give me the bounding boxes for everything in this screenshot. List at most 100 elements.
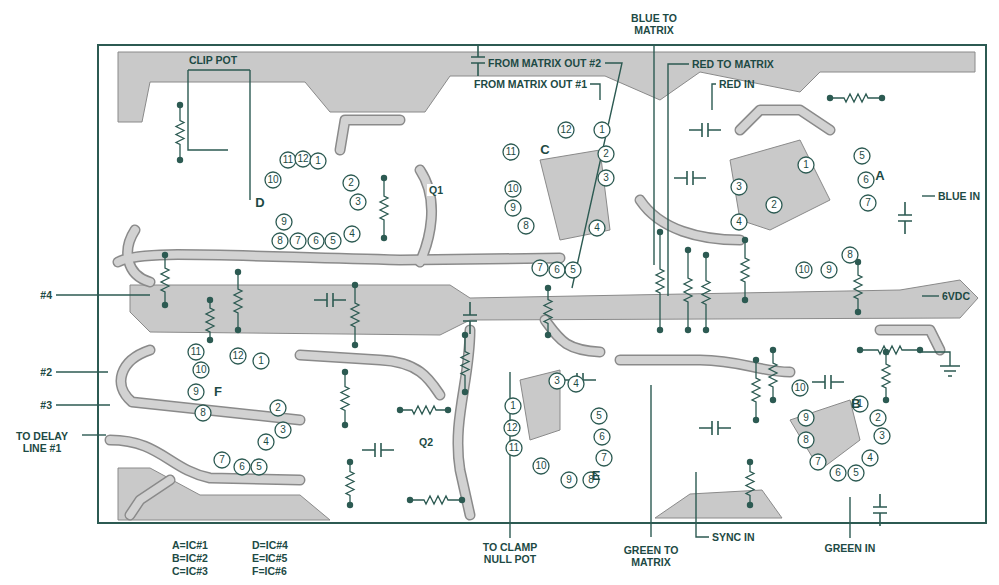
ic-pad [860, 195, 876, 211]
ic-pad [874, 428, 890, 444]
ic-pad [798, 410, 814, 426]
ic-pad [258, 434, 274, 450]
signal-label: RED TO MATRIX [692, 58, 774, 70]
ic-pad [505, 398, 521, 414]
signal-label: TO DELAY LINE #1 [6, 430, 78, 454]
resistor-symbol [684, 250, 692, 330]
resistor-symbol [346, 462, 354, 505]
ic-pad [310, 153, 326, 169]
pin-number: 6 [554, 264, 560, 276]
ic-pad [518, 218, 534, 234]
solder-dot [742, 237, 748, 243]
resistor-symbol [176, 105, 184, 160]
ic-pad [343, 175, 359, 191]
ic-key-note: A=IC#1 [172, 539, 208, 551]
ic-pad [858, 172, 874, 188]
pin-number: 2 [771, 199, 777, 211]
pin-number: 10 [798, 264, 809, 276]
pin-number: 8 [277, 235, 283, 247]
ic-pad [295, 151, 311, 167]
solder-dot [879, 95, 885, 101]
pin-number: 8 [523, 220, 529, 232]
components [161, 44, 923, 526]
ic-pad [598, 146, 614, 162]
solder-dot [235, 269, 241, 275]
ic-pad [276, 214, 292, 230]
ic-pad [842, 247, 858, 263]
ic-pad [265, 172, 281, 188]
ic-pads [188, 122, 890, 488]
solder-dot [207, 337, 213, 343]
ic-pad [549, 373, 565, 389]
ic-pad [591, 408, 607, 424]
pin-number: 3 [554, 375, 560, 387]
resistor-symbol [351, 285, 359, 345]
solder-dot [347, 459, 353, 465]
pin-number: 4 [349, 228, 355, 240]
leader-lines [56, 46, 960, 538]
pin-number: 11 [509, 442, 519, 454]
pin-number: 9 [566, 474, 572, 486]
traces [110, 110, 940, 515]
ic-pad [505, 181, 521, 197]
resistor-symbol [702, 255, 710, 330]
capacitor-symbol [898, 202, 912, 234]
resistor-symbol [380, 178, 388, 238]
ic-pad [798, 432, 814, 448]
pin-number: 7 [537, 262, 543, 274]
solder-dot [545, 285, 551, 291]
solder-dot [407, 497, 413, 503]
resistor-symbol [234, 272, 242, 330]
pin-number: 4 [263, 436, 269, 448]
solder-dot [770, 397, 776, 403]
pin-number: 10 [794, 382, 805, 394]
pin-number: 1 [803, 159, 809, 171]
pin-number: 12 [297, 153, 308, 165]
ic-pad [568, 376, 584, 392]
pin-number: 7 [601, 452, 607, 464]
ic-pad [350, 194, 366, 210]
pin-number: 3 [736, 181, 742, 193]
ic-key-note: F=IC#6 [252, 565, 287, 577]
ic-pad [796, 262, 812, 278]
pin-number: 6 [239, 461, 245, 473]
solder-dot [703, 252, 709, 258]
board-outline [98, 45, 986, 523]
resistor-symbol [860, 346, 920, 354]
pin-number: 5 [596, 410, 602, 422]
ic-pad [504, 420, 520, 436]
solder-dot [177, 157, 183, 163]
solder-dot [857, 347, 863, 353]
ic-key-note: D=IC#4 [252, 539, 288, 551]
solder-dot [445, 407, 451, 413]
ic-pad [810, 454, 826, 470]
solder-dot [753, 417, 759, 423]
solder-dot [235, 327, 241, 333]
signal-label: 6VDC [942, 290, 970, 302]
ic-pad [344, 226, 360, 242]
pin-number: 2 [603, 148, 609, 160]
ic-pad [731, 214, 747, 230]
pin-number: 6 [863, 174, 869, 186]
pin-number: 2 [348, 177, 354, 189]
ic-pad [214, 452, 230, 468]
pin-number: 7 [219, 454, 225, 466]
ic-key-note: B=IC#2 [172, 552, 208, 564]
solder-dot [657, 327, 663, 333]
solder-dot [162, 252, 168, 258]
solder-dot [703, 327, 709, 333]
ic-pad [280, 152, 296, 168]
ic-pad [251, 459, 267, 475]
resistor-symbol [656, 232, 664, 330]
solder-dot [753, 357, 759, 363]
resistor-symbol [410, 496, 462, 504]
pin-number: 8 [847, 249, 853, 261]
solder-dot [177, 102, 183, 108]
ic-letter: A [875, 169, 884, 184]
ic-pad [549, 262, 565, 278]
ic-pad [830, 465, 846, 481]
ic-pad [870, 410, 886, 426]
ic-pad [193, 362, 209, 378]
ic-pad [230, 348, 246, 364]
solder-dot [747, 459, 753, 465]
